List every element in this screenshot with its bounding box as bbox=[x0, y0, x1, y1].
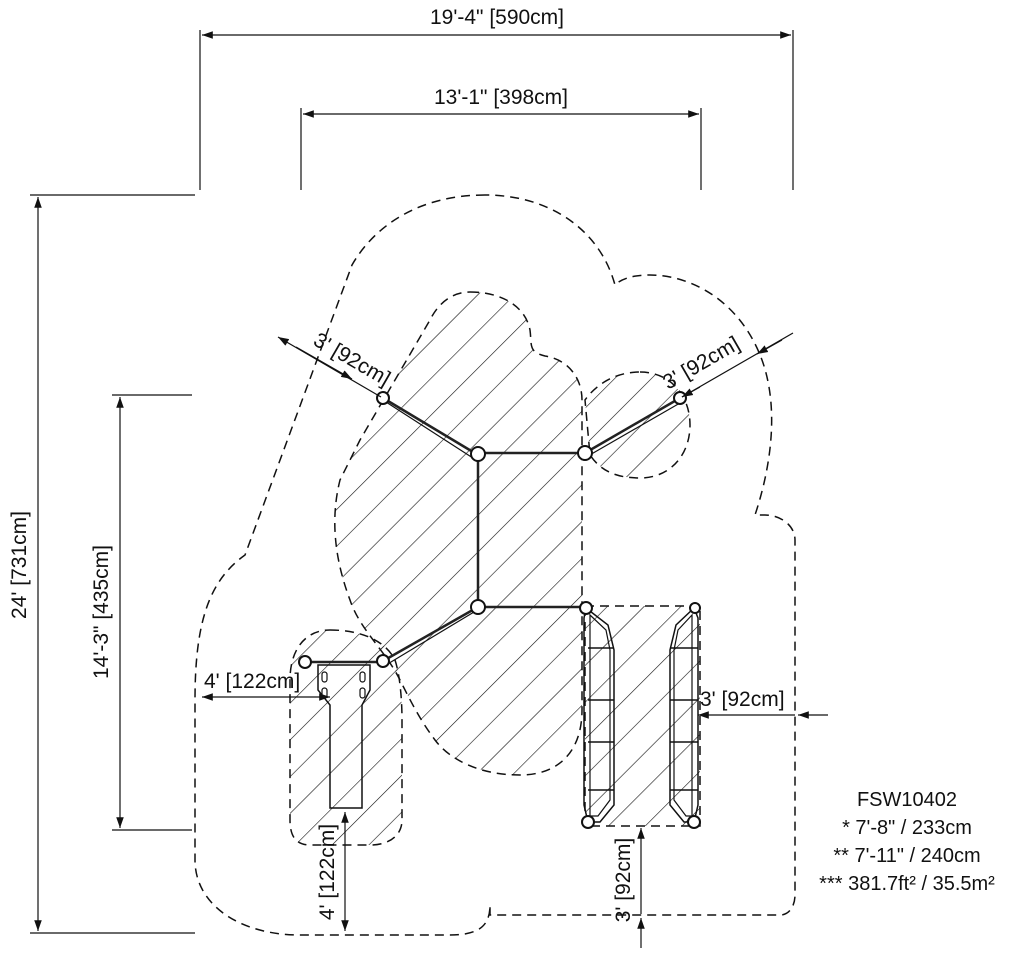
left-clearance-label: 4' [122cm] bbox=[204, 670, 300, 693]
dimension-inner-length: 14'-3" [435cm] bbox=[90, 394, 192, 831]
spec-notes: FSW10402 * 7'-8" / 233cm ** 7'-11" / 240… bbox=[819, 789, 995, 895]
note-line-2: ** 7'-11" / 240cm bbox=[833, 845, 980, 867]
overall-width-label: 19'-4" [590cm] bbox=[430, 6, 564, 29]
dimension-right-clearance: 3' [92cm] bbox=[698, 688, 828, 719]
fall-zone-ladder-bay bbox=[584, 605, 701, 827]
dimension-inner-width: 13'-1" [398cm] bbox=[300, 86, 702, 190]
dimension-top-left-clearance: 3' [92cm] bbox=[277, 328, 395, 398]
inner-length-label: 14'-3" [435cm] bbox=[90, 545, 113, 679]
overall-length-label: 24' [731cm] bbox=[8, 511, 31, 619]
dimension-overall-width: 19'-4" [590cm] bbox=[199, 6, 794, 190]
right-clearance-label: 3' [92cm] bbox=[700, 688, 785, 711]
dimension-top-right-clearance: 3' [92cm] bbox=[659, 332, 794, 398]
top-left-clearance-label: 3' [92cm] bbox=[310, 328, 395, 390]
use-zone-outline bbox=[194, 194, 796, 936]
inner-width-label: 13'-1" [398cm] bbox=[434, 86, 568, 109]
equipment-frame bbox=[298, 391, 701, 829]
dimension-left-clearance: 4' [122cm] bbox=[202, 670, 330, 701]
top-right-clearance-label: 3' [92cm] bbox=[659, 332, 744, 394]
bottom-clearance-label: 3' [92cm] bbox=[612, 838, 635, 923]
dimension-overall-length: 24' [731cm] bbox=[8, 194, 195, 934]
dimension-bottom-clearance: 3' [92cm] bbox=[612, 828, 645, 948]
note-line-3: *** 381.7ft² / 35.5m² bbox=[819, 873, 995, 895]
note-line-1: * 7'-8" / 233cm bbox=[842, 817, 972, 839]
model-number: FSW10402 bbox=[857, 789, 957, 811]
dimension-bottom-left-clearance: 4' [122cm] bbox=[316, 812, 349, 931]
bottom-left-clearance-label: 4' [122cm] bbox=[316, 824, 339, 920]
